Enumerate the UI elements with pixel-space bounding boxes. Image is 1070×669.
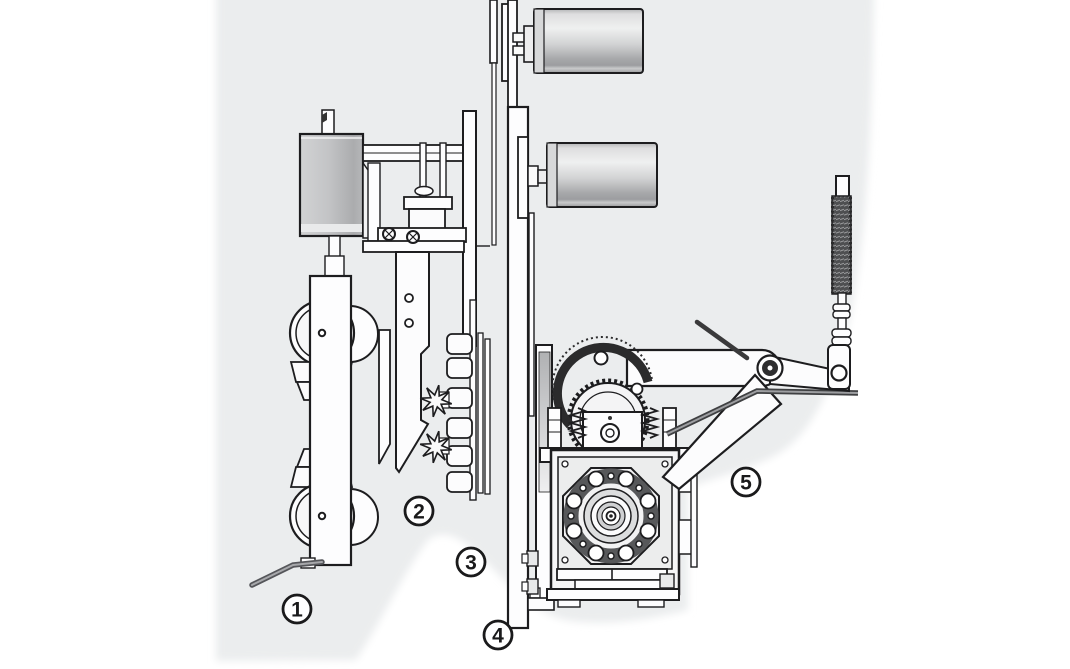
bearing-holes: [567, 472, 655, 560]
carriage-bar: [308, 274, 353, 567]
spring-left: [567, 407, 589, 439]
threaded-tension-rod: [827, 175, 852, 390]
lower-roller-cylinder: [527, 142, 658, 208]
star-wheel-lower: [419, 430, 453, 464]
callout-2: 2: [403, 495, 435, 527]
callouts: 1 2 3 4 5: [281, 466, 762, 651]
callout-3-label: 3: [465, 552, 477, 575]
callout-1-label: 1: [291, 599, 303, 622]
callout-2-label: 2: [413, 501, 425, 524]
drive-head-assembly: [298, 109, 490, 347]
spring-right: [639, 407, 661, 439]
spring-bolt-towers: [547, 382, 677, 449]
threaded-shaft: [831, 195, 852, 295]
release-lever: [694, 319, 750, 361]
roller-carriage: [249, 274, 379, 588]
callout-3: 3: [455, 546, 487, 578]
sprocket-housing: [582, 411, 643, 451]
main-vertical-plate: [506, 105, 530, 630]
upper-roller-cylinder: [512, 8, 644, 74]
callout-4: 4: [482, 619, 514, 651]
guide-bracket: [378, 251, 430, 474]
callout-5: 5: [730, 466, 762, 498]
tension-arm-linkage: [661, 319, 859, 491]
arm-tail: [661, 373, 783, 491]
callout-4-label: 4: [492, 625, 504, 648]
star-wheel-upper: [419, 384, 453, 418]
top-tab: [321, 109, 335, 136]
worm-gearbox: [539, 447, 698, 608]
motor-block: [298, 132, 365, 238]
phillips-bolt: [382, 227, 420, 244]
bearing-balls: [565, 470, 657, 562]
chain-loop: [551, 336, 653, 429]
callout-1: 1: [281, 593, 313, 625]
callout-5-label: 5: [740, 472, 752, 495]
serrated-star-wheels: [419, 299, 491, 501]
